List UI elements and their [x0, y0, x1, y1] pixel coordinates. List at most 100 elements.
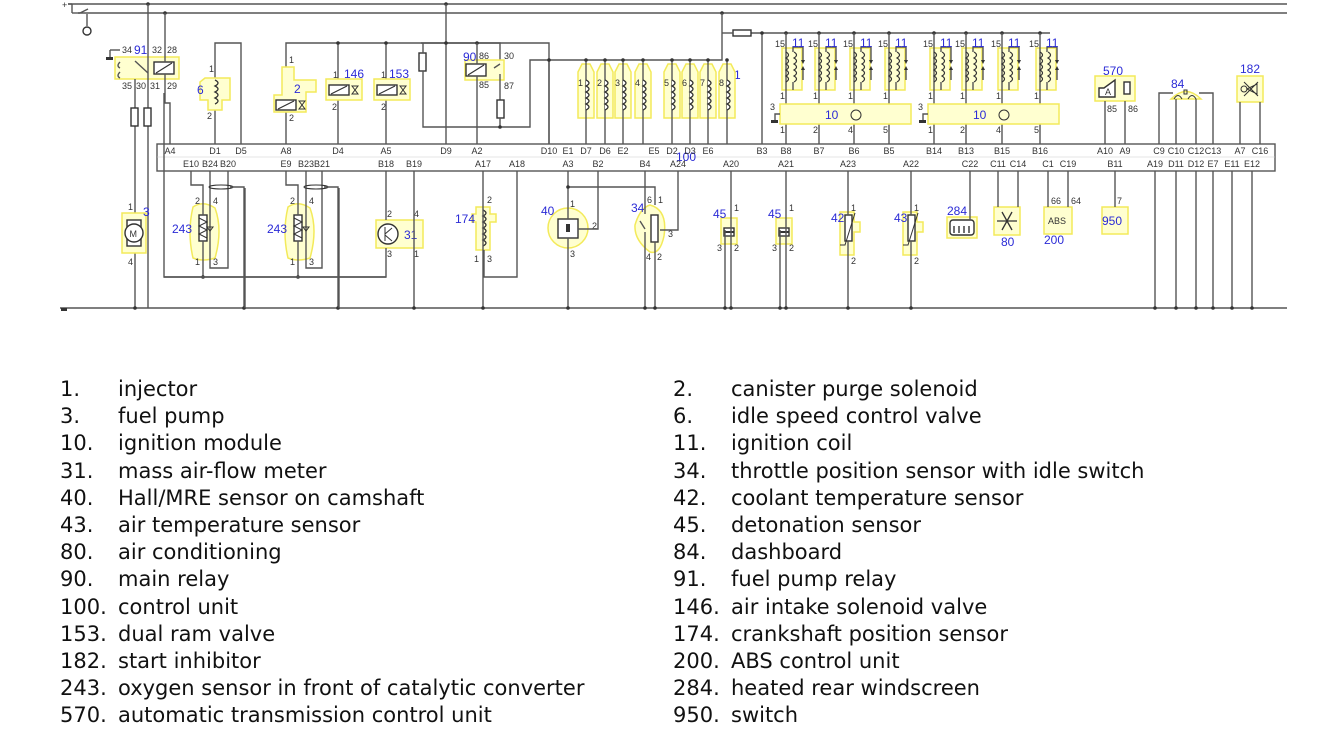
module-pin: 2	[960, 125, 965, 135]
svg-text:284: 284	[947, 204, 967, 218]
svg-text:30: 30	[136, 81, 146, 91]
cu-pin-label: A20	[723, 159, 739, 169]
ntc-number: 42	[831, 211, 845, 225]
o2-pin: 3	[309, 257, 314, 267]
knock-pin: 2	[789, 243, 794, 253]
injector-coil-icon	[641, 79, 647, 111]
legend-number: 42.	[673, 485, 707, 510]
coil-icon	[852, 51, 858, 83]
legend-number: 40.	[60, 485, 94, 510]
o2-pin: 2	[195, 196, 200, 206]
svg-text:3: 3	[918, 102, 923, 112]
legend-text: fuel pump relay	[731, 567, 897, 592]
coil-number: 11	[972, 36, 985, 50]
cu-pin-label: C22	[962, 159, 979, 169]
coil-icon	[1000, 51, 1006, 83]
ignition-coil-11	[884, 47, 906, 91]
legend-number: 200.	[673, 649, 720, 674]
cu-pin-label: E7	[1207, 159, 1218, 169]
svg-text:2: 2	[657, 252, 662, 262]
svg-text:1: 1	[734, 68, 741, 82]
cu-pin-label: D7	[580, 146, 592, 156]
fuel-pump-3: M 3 1 4	[121, 202, 150, 267]
legend-number: 3.	[60, 404, 81, 429]
svg-text:3: 3	[668, 229, 673, 239]
svg-text:87: 87	[504, 81, 514, 91]
o2-pin: 4	[213, 196, 218, 206]
cu-pin-label: B7	[813, 146, 824, 156]
legend-text: dual ram valve	[118, 621, 276, 646]
legend-item: 200. ABS control unit	[673, 648, 1144, 675]
legend-item: 91.fuel pump relay	[673, 566, 1144, 593]
knock-pin: 3	[772, 243, 777, 253]
knock-number: 45	[768, 207, 782, 221]
legend-text: air conditioning	[118, 540, 282, 565]
legend-item: 90.main relay	[60, 566, 584, 593]
coil-number: 11	[1008, 36, 1021, 50]
cu-pin-label: D12	[1188, 159, 1205, 169]
transistor-icon	[377, 223, 399, 245]
cu-pin-label: B13	[958, 146, 974, 156]
fuse-icon	[143, 107, 152, 127]
legend-item: 570.automatic transmission control unit	[60, 702, 584, 729]
svg-text:29: 29	[167, 81, 177, 91]
cu-pin-label: B6	[848, 146, 859, 156]
svg-text:2: 2	[289, 113, 294, 123]
coil-icon	[1038, 51, 1044, 83]
ignition-module-10	[927, 103, 1060, 125]
switch-950: 950 7	[1101, 171, 1129, 235]
crank-sensor-174: 174 2 1 3	[455, 171, 518, 310]
coil-pin: 15	[843, 39, 853, 49]
module-pin: 5	[883, 125, 888, 135]
abs-box	[1043, 206, 1073, 235]
module-pin: 4	[848, 125, 853, 135]
abs-200: ABS 200 66 64	[1043, 171, 1081, 247]
legend-text: ABS control unit	[731, 649, 900, 674]
cu-pin-label: A7	[1234, 146, 1245, 156]
legend-item: 153.dual ram valve	[60, 621, 584, 648]
legend-item: 1.injector	[60, 376, 584, 403]
legend-text: throttle position sensor with idle switc…	[731, 458, 1145, 483]
o2-number: 243	[172, 222, 192, 236]
legend-number: 1.	[60, 377, 81, 401]
legend-item: 284.heated rear windscreen	[673, 675, 1144, 702]
ignition-coil-11	[961, 47, 983, 91]
legend-text: idle speed control valve	[731, 404, 982, 429]
cu-pin-label: C13	[1205, 146, 1222, 156]
cu-pin-label: B3	[756, 146, 767, 156]
svg-text:4: 4	[646, 252, 651, 262]
cu-pin-label: E11	[1224, 159, 1239, 169]
legend-item: 3. fuel pump	[60, 403, 584, 430]
injector-number: 5	[664, 78, 669, 88]
cu-pin-label: E2	[617, 146, 628, 156]
cu-pin-label: B18	[378, 159, 394, 169]
svg-text:153: 153	[389, 67, 409, 81]
svg-text:1: 1	[289, 55, 294, 65]
cu-pin-label: A8	[280, 146, 291, 156]
knock-pin: 1	[734, 203, 739, 213]
svg-text:4: 4	[414, 209, 419, 219]
supply-rails: +	[62, 0, 1287, 36]
legend-text: fuel pump	[118, 404, 225, 429]
ntc-icon	[844, 214, 853, 242]
svg-text:3: 3	[487, 254, 492, 264]
svg-text:174: 174	[455, 212, 475, 226]
cu-pin-label: C9	[1153, 146, 1165, 156]
svg-text:1: 1	[333, 70, 338, 80]
cu-pin-label: D6	[599, 146, 611, 156]
legend-text: dashboard	[731, 540, 843, 565]
ignition-module-icon	[998, 109, 1010, 121]
cu-pin-label: E1	[562, 146, 573, 156]
svg-text:40: 40	[541, 204, 555, 218]
legend-number: 34.	[673, 458, 707, 483]
legend-text: heated rear windscreen	[731, 676, 980, 701]
coil-pin: 1	[883, 91, 888, 101]
legend-text: switch	[731, 703, 799, 728]
ignition-coil-11	[929, 47, 951, 91]
legend-text: mass air-flow meter	[118, 458, 327, 483]
svg-text:2: 2	[592, 221, 597, 231]
legend-item: 950.switch	[673, 702, 1144, 729]
legend-text: crankshaft position sensor	[731, 621, 1009, 646]
coil-pin: 15	[808, 39, 818, 49]
